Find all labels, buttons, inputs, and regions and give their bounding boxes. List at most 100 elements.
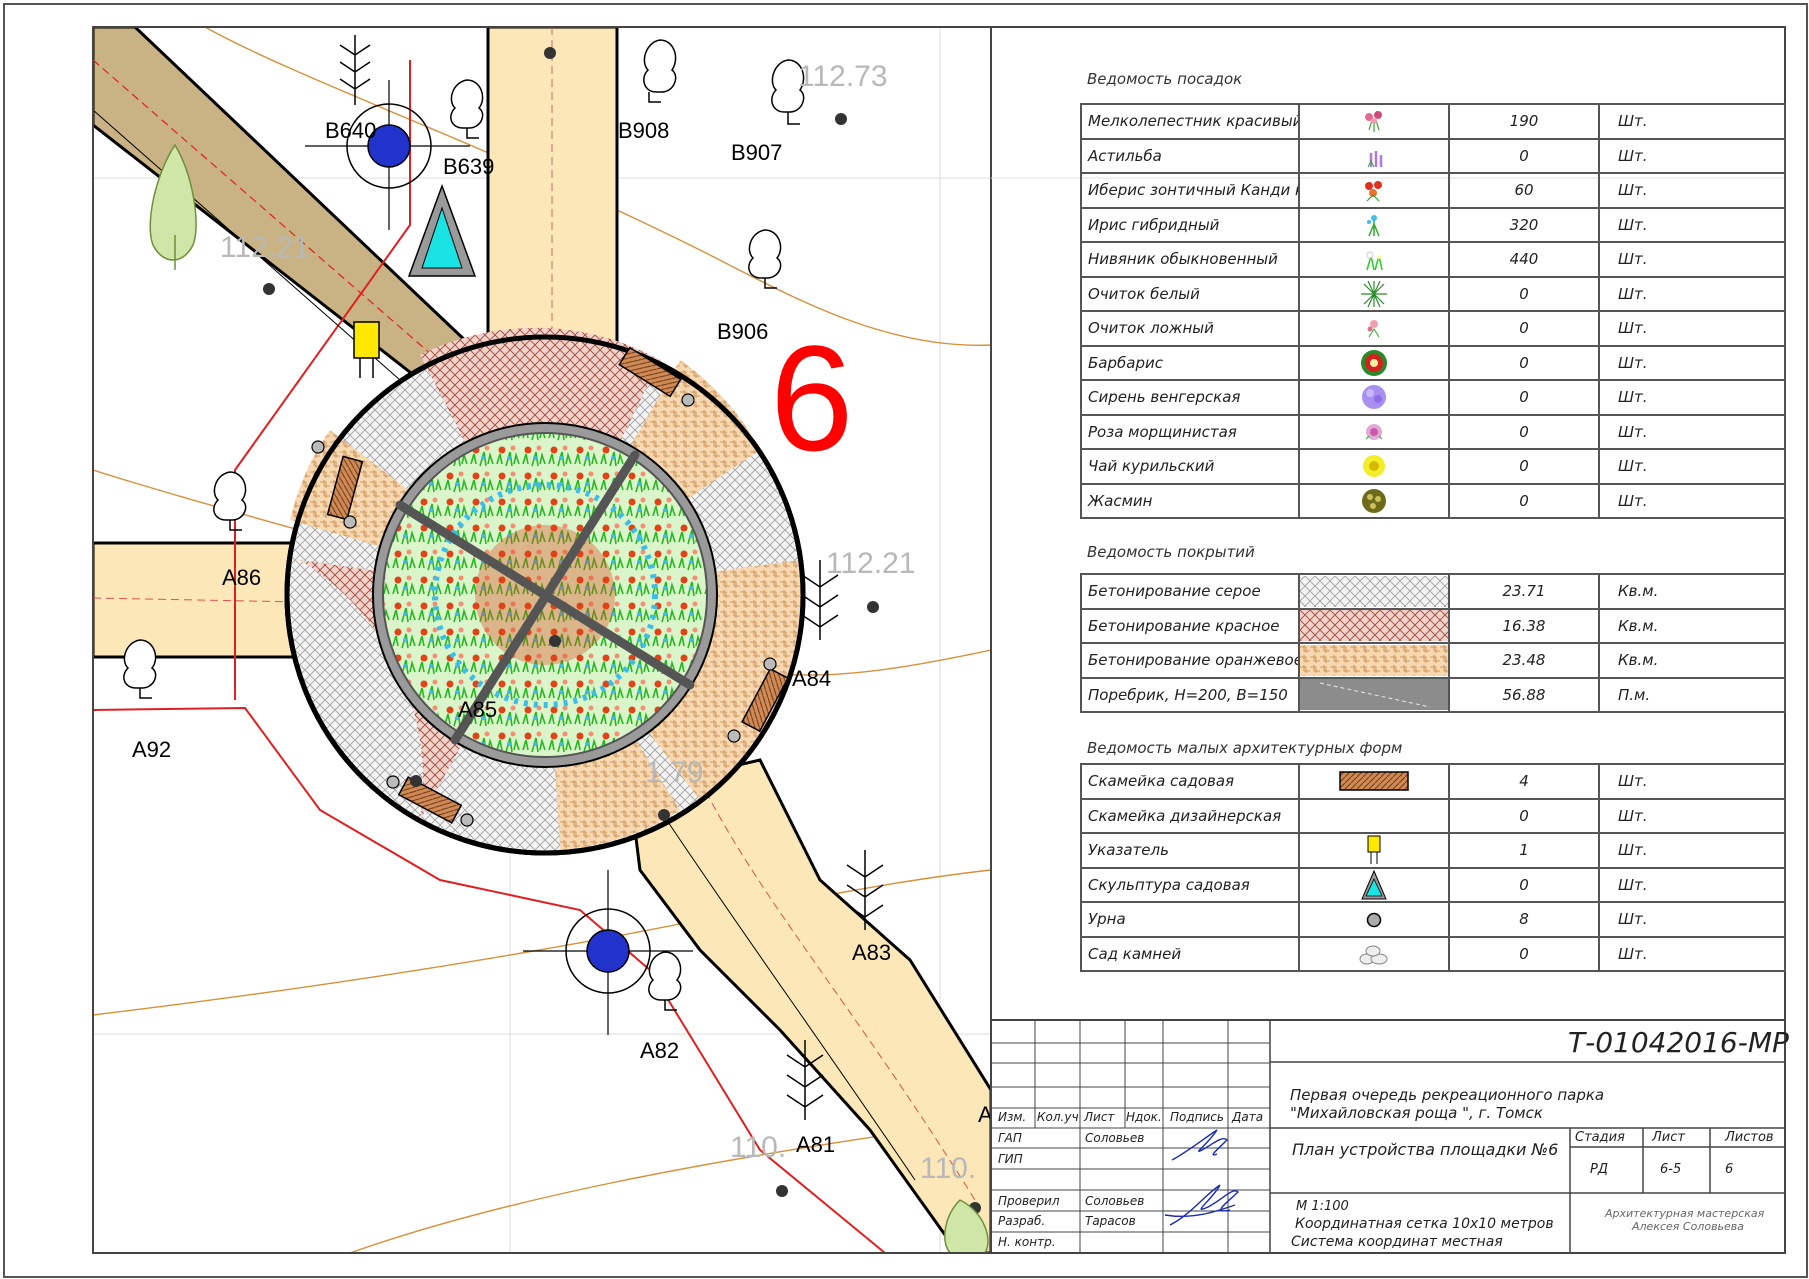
label-a83: A83 — [852, 940, 891, 965]
project-line-1: Первая очередь рекреационного парка — [1290, 1086, 1605, 1104]
hdr-list: Лист — [1084, 1110, 1115, 1124]
coverings-qty: 56.88 — [1448, 676, 1600, 713]
bench-icon — [1339, 771, 1409, 791]
mafs-unit: Шт. — [1598, 832, 1786, 869]
round-plaza — [284, 327, 806, 856]
ball-sculpture-2 — [523, 870, 693, 1035]
sheet-title: План устройства площадки №6 — [1292, 1140, 1559, 1159]
plantings-symbol — [1298, 448, 1450, 485]
plantings-name: Нивяник обыкновенный — [1080, 241, 1300, 278]
hdr-kol: Кол.уч — [1037, 1110, 1079, 1124]
plantings-qty: 0 — [1448, 275, 1600, 312]
grey-paving-swatch — [1301, 575, 1447, 607]
plantings-unit: Шт. — [1598, 379, 1786, 416]
label-b907: B907 — [731, 140, 782, 165]
label-a81: A81 — [796, 1132, 835, 1157]
mafs-unit: Шт. — [1598, 866, 1786, 903]
red-paving-swatch — [1301, 610, 1447, 642]
sedum-icon — [1359, 279, 1389, 309]
mafs-qty: 1 — [1448, 832, 1600, 869]
label-b640: B640 — [325, 118, 376, 143]
mafs-symbol — [1298, 832, 1450, 869]
rose-icon — [1359, 419, 1389, 445]
plantings-unit: Шт. — [1598, 241, 1786, 278]
plantings-unit: Шт. — [1598, 137, 1786, 174]
mafs-qty: 0 — [1448, 935, 1600, 972]
coverings-symbol — [1298, 642, 1450, 679]
mafs-name: Скульптура садовая — [1080, 866, 1300, 903]
role-prov: Проверил — [998, 1194, 1060, 1208]
plantings-unit: Шт. — [1598, 344, 1786, 381]
coverings-symbol — [1298, 676, 1450, 713]
plantings-name: Очиток белый — [1080, 275, 1300, 312]
hdr-data: Дата — [1232, 1110, 1264, 1124]
role-gip: ГИП — [998, 1152, 1023, 1166]
mafs-symbol — [1298, 797, 1450, 834]
plantings-unit: Шт. — [1598, 413, 1786, 450]
coverings-name: Бетонирование оранжевое — [1080, 642, 1300, 679]
red-flower-icon — [1359, 177, 1389, 203]
plantings-unit: Шт. — [1598, 275, 1786, 312]
org-line-1: Архитектурная мастерская — [1605, 1207, 1765, 1220]
elevation-1: 112.73 — [798, 60, 888, 93]
role-gap: ГАП — [998, 1131, 1022, 1145]
plantings-qty: 0 — [1448, 379, 1600, 416]
mafs-name: Указатель — [1080, 832, 1300, 869]
ball-sculpture — [305, 80, 470, 230]
plantings-symbol — [1298, 413, 1450, 450]
plantings-name: Чай курильский — [1080, 448, 1300, 485]
coverings-name: Бетонирование красное — [1080, 607, 1300, 644]
plantings-name: Мелколепестник красивый — [1080, 103, 1300, 140]
plantings-unit: Шт. — [1598, 103, 1786, 140]
hdr-ndok: Ндок. — [1126, 1110, 1162, 1124]
urn-icon — [1365, 911, 1383, 929]
grid-text: Координатная сетка 10х10 метров — [1295, 1216, 1554, 1232]
plantings-qty: 0 — [1448, 344, 1600, 381]
mafs-symbol — [1298, 935, 1450, 972]
label-a-cut: A — [978, 1102, 993, 1127]
plantings-symbol — [1298, 344, 1450, 381]
plantings-name: Роза морщинистая — [1080, 413, 1300, 450]
plantings-title: Ведомость посадок — [1087, 70, 1243, 88]
label-a86: A86 — [222, 565, 261, 590]
coverings-unit: Кв.м. — [1598, 642, 1786, 679]
coverings-unit: П.м. — [1598, 676, 1786, 713]
sheets-value: 6 — [1725, 1162, 1734, 1177]
jasmine-icon — [1359, 486, 1389, 516]
plantings-qty: 440 — [1448, 241, 1600, 278]
name-razr: Тарасов — [1085, 1214, 1136, 1228]
plantings-row: Иберис зонтичный Канди кан60Шт. — [1080, 172, 1786, 209]
mafs-unit: Шт. — [1598, 935, 1786, 972]
plantings-name: Ирис гибридный — [1080, 206, 1300, 243]
curb-swatch — [1301, 679, 1447, 711]
daisy-icon — [1359, 246, 1389, 272]
mafs-name: Сад камней — [1080, 935, 1300, 972]
name-prov: Соловьев — [1085, 1194, 1145, 1208]
iris-icon — [1359, 212, 1389, 238]
mafs-qty: 8 — [1448, 901, 1600, 938]
plantings-symbol — [1298, 482, 1450, 519]
sheet-header: Лист — [1652, 1130, 1685, 1145]
mafs-qty: 0 — [1448, 866, 1600, 903]
plantings-unit: Шт. — [1598, 448, 1786, 485]
drawing-code: Т-01042016-МР — [1568, 1026, 1789, 1059]
plantings-symbol — [1298, 275, 1450, 312]
plantings-symbol — [1298, 172, 1450, 209]
barberry-icon — [1359, 348, 1389, 378]
mafs-unit: Шт. — [1598, 797, 1786, 834]
plantings-qty: 190 — [1448, 103, 1600, 140]
sign-icon — [1364, 835, 1384, 865]
coverings-symbol — [1298, 573, 1450, 610]
plantings-name: Иберис зонтичный Канди кан — [1080, 172, 1300, 209]
elevation-3: 112.21 — [826, 547, 916, 580]
